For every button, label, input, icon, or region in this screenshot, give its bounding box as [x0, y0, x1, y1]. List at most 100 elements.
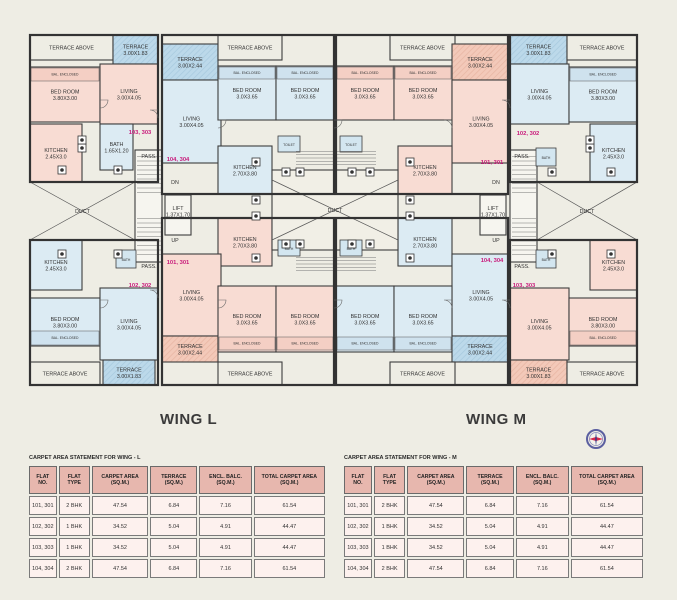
- lift-size-label: 1.37X1.70: [481, 213, 505, 219]
- column-header: ENCL. BALC. (SQ.M.): [199, 466, 252, 494]
- stair-up-label: UP: [171, 238, 179, 244]
- room-size-label: 3.00X4.05: [469, 123, 493, 129]
- table-row: 101, 301 2 BHK 47.54 6.84 7.16 61.54: [29, 496, 325, 515]
- lift-size-label: 1.37X1.70: [166, 213, 190, 219]
- room-name-label: LIVING: [531, 89, 548, 95]
- flat-number-label: 103, 303: [513, 283, 536, 289]
- table-cell: 1 BHK: [58, 517, 90, 536]
- table-cell: 61.54: [570, 496, 643, 515]
- room-wm-terrace-3: [451, 335, 509, 363]
- fixture-icon: [254, 160, 258, 164]
- table-cell: 103, 303: [29, 538, 57, 557]
- fixture-icon: [550, 170, 554, 174]
- stair-up-label: UP: [492, 238, 500, 244]
- room-size-label: 3.0X3.65: [236, 95, 257, 101]
- table-cell: 47.54: [407, 496, 465, 515]
- table-cell: 5.04: [466, 538, 514, 557]
- room-name-label: KITCHEN: [233, 237, 256, 243]
- enclosed-balcony-label: BAL. ENCLOSED: [352, 71, 379, 75]
- bath-label: BATH: [122, 258, 131, 262]
- duct-label: DUCT: [75, 209, 90, 215]
- column-header: ENCL. BALC. (SQ.M.): [515, 466, 569, 494]
- room-size-label: 3.00X4.05: [179, 297, 203, 303]
- room-size-label: 2.45X3.0: [45, 267, 66, 273]
- table-cell: 34.52: [407, 517, 465, 536]
- enclosed-balcony-label: BAL. ENCLOSED: [410, 71, 437, 75]
- room-size-label: 3.00X2.44: [178, 64, 202, 70]
- room-size-label: 3.80X3.00: [591, 96, 615, 102]
- column-header: TOTAL CARPET AREA (SQ.M.): [570, 466, 643, 494]
- room-name-label: KITCHEN: [413, 237, 436, 243]
- room-name-label: LIVING: [472, 290, 489, 296]
- room-name-label: KITCHEN: [602, 148, 625, 154]
- table-cell: 6.84: [466, 496, 514, 515]
- room-name-label: TERRACE ABOVE: [228, 46, 273, 52]
- room-name-label: BED ROOM: [291, 314, 320, 320]
- fixture-icon: [298, 170, 302, 174]
- room-name-label: TERRACE: [526, 45, 552, 51]
- room-name-label: KITCHEN: [233, 165, 256, 171]
- flat-number-label: 102, 302: [517, 131, 540, 137]
- enclosed-balcony: [218, 336, 276, 351]
- table-cell: 102, 302: [344, 517, 372, 536]
- room-wl-kitchen-3: [29, 239, 83, 291]
- fixture-icon: [408, 214, 412, 218]
- room-name-label: TERRACE: [177, 344, 203, 350]
- room-name-label: LIVING: [472, 117, 489, 123]
- table-cell: 47.54: [91, 559, 149, 578]
- room-size-label: 3.00X2.44: [468, 64, 492, 70]
- table-cell: 7.16: [199, 559, 252, 578]
- table-row: 101, 301 2 BHK 47.54 6.84 7.16 61.54: [344, 496, 643, 515]
- room-size-label: 3.00X4.05: [117, 96, 141, 102]
- fixture-icon: [368, 170, 372, 174]
- table-cell: 34.52: [407, 538, 465, 557]
- room-name-label: LIVING: [531, 319, 548, 325]
- room-size-label: 2.45X3.0: [45, 155, 66, 161]
- fixture-icon: [408, 198, 412, 202]
- outer-wall: [508, 238, 639, 387]
- wing-l-title: WING L: [160, 411, 218, 428]
- table-cell: 5.04: [150, 517, 198, 536]
- table-cell: 101, 301: [344, 496, 372, 515]
- table-cell: 102, 302: [29, 517, 57, 536]
- room-name-label: TERRACE ABOVE: [49, 46, 94, 52]
- table-cell: 7.16: [515, 559, 569, 578]
- column-header: FLAT NO.: [344, 466, 372, 494]
- room-wm-kitchen-1: [397, 145, 453, 195]
- column-header: TERRACE (SQ.M.): [466, 466, 514, 494]
- room-size-label: 3.00X4.05: [527, 96, 551, 102]
- lift-label: LIFT: [173, 206, 185, 212]
- fixture-icon: [350, 170, 354, 174]
- carpet-area-table-wing-l: FLAT NO. FLAT TYPE CARPET AREA (SQ.M.) T…: [27, 464, 327, 580]
- outer-wall: [160, 216, 336, 387]
- table-cell: 61.54: [570, 559, 643, 578]
- room-wm-living-2: [509, 63, 570, 125]
- enclosed-balcony-label: BAL. ENCLOSED: [410, 342, 437, 346]
- table-cell: 34.52: [91, 538, 149, 557]
- bath-label: TOILET: [345, 143, 357, 147]
- duct-diagonal: [29, 181, 136, 241]
- room-wm-terrace-4: [509, 359, 568, 386]
- outer-wall: [28, 33, 160, 184]
- bath-label: BATH: [347, 247, 356, 251]
- bath-label: BATH: [542, 156, 551, 160]
- door-swing: [217, 119, 227, 129]
- room-name-label: TERRACE ABOVE: [43, 372, 88, 378]
- outer-wall: [334, 216, 510, 387]
- table-cell: 61.54: [253, 496, 325, 515]
- room-name-label: BED ROOM: [409, 314, 438, 320]
- room-name-label: TERRACE: [526, 368, 552, 374]
- table-cell: 44.47: [253, 538, 325, 557]
- fixture-icon: [60, 168, 64, 172]
- lift-label: LIFT: [488, 206, 500, 212]
- room-name-label: BED ROOM: [233, 88, 262, 94]
- table-cell: 44.47: [253, 517, 325, 536]
- column-header: TERRACE (SQ.M.): [150, 466, 198, 494]
- table-cell: 2 BHK: [58, 496, 90, 515]
- core-space: [164, 194, 192, 236]
- room-size-label: 3.00X4.05: [117, 326, 141, 332]
- bath-label: BATH: [285, 247, 294, 251]
- table-cell: 47.54: [91, 496, 149, 515]
- passage-label: PASS.: [514, 264, 529, 270]
- room-wm-terrace-1: [451, 43, 509, 81]
